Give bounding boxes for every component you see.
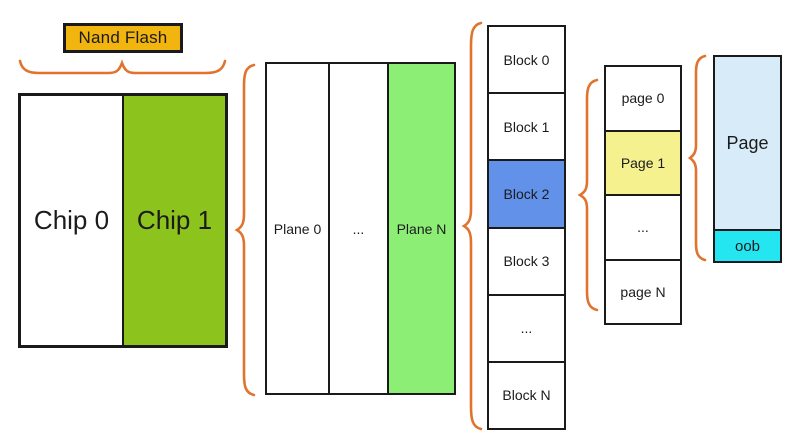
block-n-cell: Block N <box>489 360 564 429</box>
page-n-cell: page N <box>606 258 680 323</box>
curly-brace-chip-to-plane-icon <box>234 63 256 397</box>
chip-box: Chip 0 Chip 1 <box>18 93 228 348</box>
block-1-cell: Block 1 <box>489 92 564 160</box>
nand-flash-title: Nand Flash <box>63 23 183 53</box>
page-column: page 0 Page 1 ... page N <box>604 65 682 325</box>
curly-brace-plane-to-block-icon <box>462 21 483 431</box>
block-2-cell-highlighted: Block 2 <box>489 159 564 227</box>
page-detail-box: Page oob <box>713 55 782 263</box>
curly-brace-page-to-detail-icon <box>688 54 707 262</box>
oob-area: oob <box>715 229 780 261</box>
page-0-cell: page 0 <box>606 67 680 130</box>
curly-brace-label-to-chip-icon <box>18 59 227 75</box>
page-ellipsis-cell: ... <box>606 194 680 259</box>
curly-brace-block-to-page-icon <box>578 78 599 312</box>
block-ellipsis-cell: ... <box>489 293 564 361</box>
block-3-cell: Block 3 <box>489 226 564 294</box>
plane-0-cell: Plane 0 <box>267 64 328 393</box>
chip-1-cell: Chip 1 <box>122 96 225 345</box>
plane-n-cell: Plane N <box>387 64 454 393</box>
chip-0-cell: Chip 0 <box>21 96 122 345</box>
plane-ellipsis-cell: ... <box>328 64 387 393</box>
page-data-area: Page <box>715 57 780 229</box>
plane-box: Plane 0 ... Plane N <box>265 62 456 395</box>
block-0-cell: Block 0 <box>489 27 564 93</box>
block-column: Block 0 Block 1 Block 2 Block 3 ... Bloc… <box>487 25 566 430</box>
page-1-cell-highlighted: Page 1 <box>606 129 680 194</box>
